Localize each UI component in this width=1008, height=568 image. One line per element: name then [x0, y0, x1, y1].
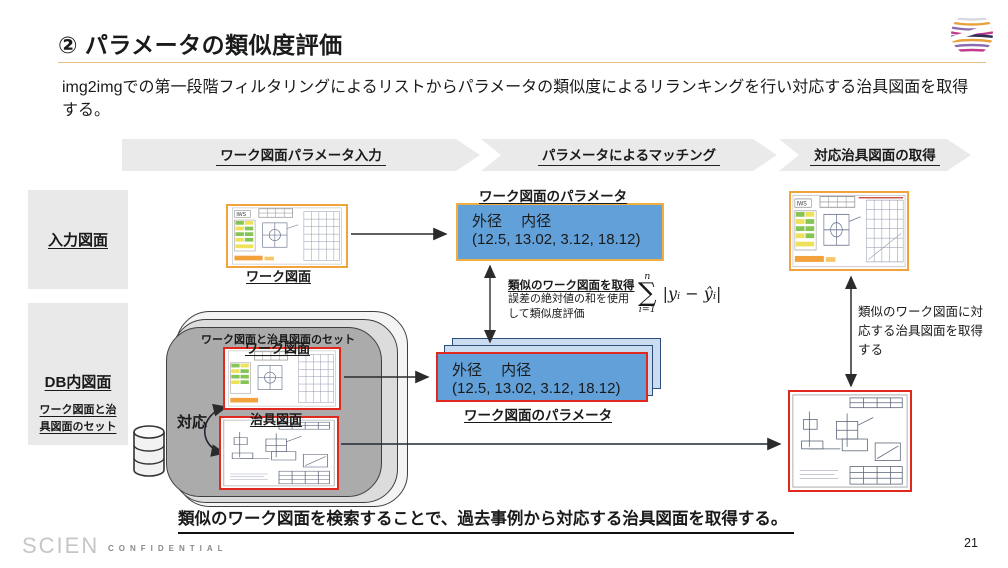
db-work-caption: ワーク図面	[245, 341, 311, 356]
step-band-1: ワーク図面パラメータ入力	[122, 139, 480, 171]
page-number: 21	[964, 536, 978, 550]
db-work-drawing-image	[223, 347, 341, 410]
matched-work-drawing-image: IWS	[789, 191, 909, 271]
step-label-2: パラメータによるマッチング	[538, 144, 720, 166]
db-row-title: DB内図面	[44, 373, 112, 391]
db-set-label: ワーク図面と治具図面のセット	[201, 334, 355, 346]
brand-swirl-icon	[951, 15, 993, 54]
params-bottom-box: 外径 内径 (12.5, 13.02, 3.12, 18.12)	[436, 352, 648, 402]
params-top-title: ワーク図面のパラメータ	[479, 189, 628, 204]
db-row-note: ワーク図面と治具図面のセット	[39, 403, 117, 434]
step-band-2: パラメータによるマッチング	[481, 139, 777, 171]
db-jig-caption: 治具図面	[250, 412, 303, 427]
input-row-title: 入力図面	[47, 232, 108, 249]
database-icon	[133, 425, 165, 477]
page-title: ② パラメータの類似度評価	[58, 32, 343, 58]
jig-retrieval-note: 類似のワーク図面に対応する治具図面を取得する	[858, 305, 984, 357]
sigma-symbol: ∑	[638, 277, 657, 308]
db-jig-drawing-image	[219, 416, 339, 490]
summary-text: 類似のワーク図面を検索することで、過去事例から対応する治具図面を取得する。	[178, 505, 794, 534]
input-work-drawing-image: IWS	[226, 204, 348, 268]
title-divider	[58, 62, 986, 63]
row-label-input: 入力図面	[28, 190, 128, 289]
formula-upper-limit: n	[644, 271, 651, 282]
input-work-caption: ワーク図面	[246, 269, 312, 284]
correspond-label: 対応	[177, 414, 208, 431]
params-bottom-title: ワーク図面のパラメータ	[464, 408, 613, 423]
formula-lower-limit: i=1	[638, 303, 656, 315]
retrieved-jig-drawing-image	[788, 390, 912, 492]
intro-text: img2imgでの第一段階フィルタリングによるリストからパラメータの類似度による…	[62, 79, 969, 120]
params-top-box: 外径 内径 (12.5, 13.02, 3.12, 18.12)	[456, 203, 664, 261]
similarity-formula: n ∑ i=1 |yᵢ − ŷᵢ|	[638, 272, 721, 314]
params-top-header: 外径 内径	[472, 213, 552, 230]
step-label-1: ワーク図面パラメータ入力	[216, 144, 386, 166]
scien-logo: SCIEN	[22, 533, 100, 558]
step-label-3: 対応治具図面の取得	[810, 144, 940, 166]
params-bottom-header: 外径 内径	[452, 362, 532, 379]
similarity-desc: 誤差の絶対値の和を使用して類似度評価	[508, 293, 629, 321]
svg-text:IWS: IWS	[236, 212, 246, 218]
params-top-values: (12.5, 13.02, 3.12, 18.12)	[472, 231, 641, 248]
row-label-db: DB内図面 ワーク図面と治具図面のセット	[28, 303, 128, 445]
confidential-label: CONFIDENTIAL	[108, 544, 228, 553]
params-bottom-values: (12.5, 13.02, 3.12, 18.12)	[452, 380, 621, 397]
svg-text:IWS: IWS	[797, 201, 807, 208]
step-band-3: 対応治具図面の取得	[779, 139, 971, 171]
formula-body: |yᵢ − ŷᵢ|	[662, 283, 722, 303]
similarity-title: 類似のワーク図面を取得	[508, 280, 635, 292]
